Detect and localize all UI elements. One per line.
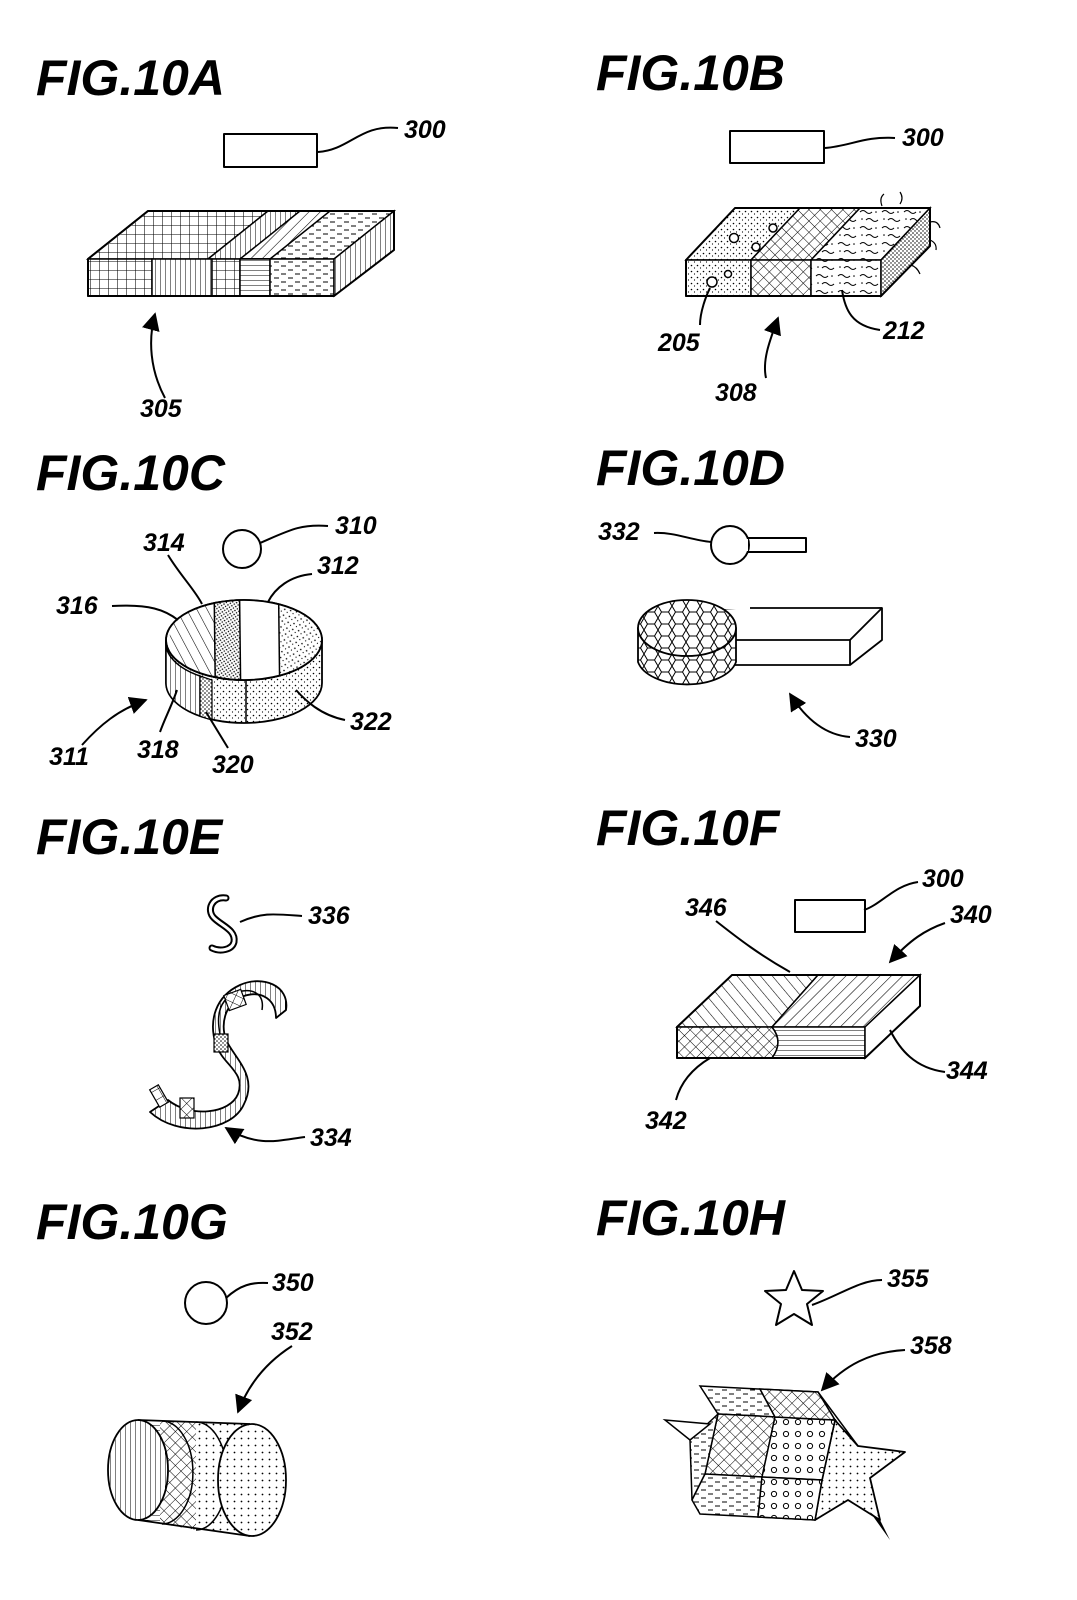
figure-10b: FIG.10B 300 — [596, 45, 944, 407]
ref-316: 316 — [56, 592, 99, 620]
arrow-308 — [764, 316, 781, 379]
composite-slab-340 — [675, 973, 922, 1060]
arrow-334 — [224, 1127, 306, 1145]
match-shape-330 — [637, 599, 883, 686]
leader-316 — [111, 604, 179, 621]
leader-310 — [259, 524, 329, 544]
ref-314: 314 — [143, 529, 185, 557]
leader-300f — [863, 881, 919, 911]
figure-10a: FIG.10A 300 305 — [36, 50, 446, 423]
ref-310: 310 — [335, 512, 377, 540]
composite-block-308 — [684, 191, 941, 298]
sheet-300b-icon — [729, 130, 825, 164]
ref-212: 212 — [882, 317, 925, 345]
ref-320: 320 — [212, 751, 254, 779]
cylinder-352 — [107, 1419, 287, 1537]
ref-332: 332 — [598, 518, 640, 546]
ref-340: 340 — [950, 901, 992, 929]
leader-205 — [699, 287, 711, 326]
star-prism-358 — [662, 1385, 906, 1540]
sheet-300-icon — [223, 133, 318, 168]
leader-350 — [225, 1281, 269, 1299]
leader-336 — [239, 913, 303, 923]
leader-318 — [159, 689, 178, 733]
figure-10d-title: FIG.10D — [596, 440, 785, 496]
figure-10e: FIG.10E 336 334 — [36, 809, 352, 1152]
ref-300f: 300 — [922, 865, 964, 893]
arrow-340 — [888, 922, 946, 964]
composite-slab-305 — [85, 209, 397, 298]
ref-344: 344 — [946, 1057, 988, 1085]
figure-10g: FIG.10G 350 352 — [36, 1194, 314, 1537]
figure-10h: FIG.10H 355 358 — [596, 1190, 952, 1540]
ref-205: 205 — [657, 329, 701, 357]
figure-10f: FIG.10F 300 340 346 344 342 — [596, 800, 992, 1135]
leader-346 — [715, 920, 791, 973]
ref-308: 308 — [715, 379, 757, 407]
ref-330: 330 — [855, 725, 897, 753]
leader-342 — [675, 1057, 711, 1101]
ref-322: 322 — [350, 708, 392, 736]
ref-305: 305 — [140, 395, 183, 423]
figure-10b-title: FIG.10B — [596, 45, 785, 101]
ref-311: 311 — [49, 743, 89, 771]
ref-300b: 300 — [902, 124, 944, 152]
arrow-330 — [789, 692, 851, 738]
figure-10c-title: FIG.10C — [36, 445, 226, 501]
leader-322 — [295, 689, 346, 721]
figure-10c: FIG.10C 310 — [36, 445, 392, 779]
leader-355 — [811, 1279, 883, 1306]
ref-334: 334 — [310, 1124, 352, 1152]
leader-314 — [167, 554, 203, 605]
ref-355: 355 — [887, 1265, 930, 1293]
ref-336: 336 — [308, 902, 351, 930]
ref-342: 342 — [645, 1107, 687, 1135]
figure-10f-title: FIG.10F — [596, 800, 781, 856]
arrow-352 — [235, 1345, 293, 1414]
sphere-310-icon — [222, 529, 262, 569]
figure-10a-title: FIG.10A — [36, 50, 225, 106]
arrow-305 — [142, 312, 166, 399]
leader-300b — [824, 136, 896, 149]
leader-300 — [317, 126, 399, 153]
ref-318: 318 — [137, 736, 179, 764]
sheet-300f-icon — [794, 899, 866, 933]
leader-344 — [889, 1029, 946, 1073]
ref-346: 346 — [685, 894, 728, 922]
leader-212 — [841, 289, 881, 331]
disc-311 — [165, 599, 323, 724]
probe-332-icon — [710, 525, 807, 565]
star-355-icon — [764, 1270, 824, 1326]
arrow-358 — [820, 1349, 906, 1392]
ref-312: 312 — [317, 552, 359, 580]
leader-320 — [205, 711, 229, 749]
ref-300: 300 — [404, 116, 446, 144]
ref-358: 358 — [910, 1332, 952, 1360]
figure-10h-title: FIG.10H — [596, 1190, 786, 1246]
figure-10d: FIG.10D 332 330 — [596, 440, 897, 753]
ref-352: 352 — [271, 1318, 313, 1346]
figure-10e-title: FIG.10E — [36, 809, 224, 865]
leader-312 — [267, 573, 313, 603]
arrow-311 — [81, 696, 148, 746]
leader-332 — [653, 531, 712, 543]
figure-10g-title: FIG.10G — [36, 1194, 228, 1250]
sphere-350-icon — [184, 1281, 228, 1325]
s-shape-334 — [148, 980, 288, 1130]
ref-350: 350 — [272, 1269, 314, 1297]
